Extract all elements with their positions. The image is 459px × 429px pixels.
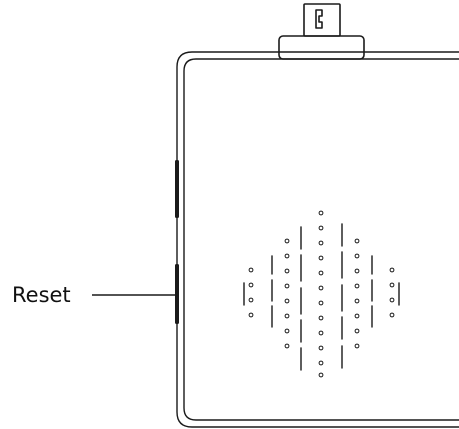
- speaker-hole: [248, 282, 254, 288]
- speaker-hole: [284, 343, 290, 349]
- speaker-hole: [318, 225, 324, 231]
- speaker-hole: [284, 238, 290, 244]
- connector-pin-notch: [315, 9, 323, 29]
- speaker-hole: [248, 312, 254, 318]
- reset-button-icon: [175, 264, 179, 324]
- reset-label: Reset: [12, 283, 71, 307]
- device-outer-outline: [176, 51, 459, 428]
- speaker-hole: [354, 253, 360, 259]
- speaker-hole: [354, 343, 360, 349]
- speaker-hole: [354, 328, 360, 334]
- speaker-hole: [318, 372, 324, 378]
- device-body-icon: [176, 51, 459, 428]
- speaker-hole: [318, 315, 324, 321]
- speaker-hole: [389, 267, 395, 273]
- speaker-hole: [284, 283, 290, 289]
- speaker-hole: [248, 297, 254, 303]
- speaker-hole: [318, 345, 324, 351]
- speaker-hole: [318, 270, 324, 276]
- speaker-hole: [389, 312, 395, 318]
- speaker-hole: [318, 210, 324, 216]
- speaker-hole: [318, 300, 324, 306]
- speaker-grille-icon: [243, 210, 400, 378]
- speaker-hole: [284, 268, 290, 274]
- speaker-hole: [354, 238, 360, 244]
- speaker-hole: [389, 297, 395, 303]
- speaker-hole: [284, 253, 290, 259]
- speaker-hole: [318, 240, 324, 246]
- connector-collar: [278, 35, 365, 60]
- speaker-hole: [284, 298, 290, 304]
- speaker-hole: [318, 330, 324, 336]
- speaker-hole: [318, 360, 324, 366]
- speaker-hole: [318, 255, 324, 261]
- speaker-hole: [354, 298, 360, 304]
- speaker-hole: [284, 313, 290, 319]
- speaker-hole: [284, 328, 290, 334]
- speaker-hole: [389, 282, 395, 288]
- speaker-hole: [354, 313, 360, 319]
- device-inner-outline: [183, 58, 459, 421]
- speaker-hole: [248, 267, 254, 273]
- speaker-hole: [318, 285, 324, 291]
- speaker-hole: [354, 268, 360, 274]
- side-button-icon: [175, 160, 179, 218]
- usb-connector-icon: [278, 3, 365, 60]
- connector-plug: [303, 3, 341, 37]
- speaker-hole: [354, 283, 360, 289]
